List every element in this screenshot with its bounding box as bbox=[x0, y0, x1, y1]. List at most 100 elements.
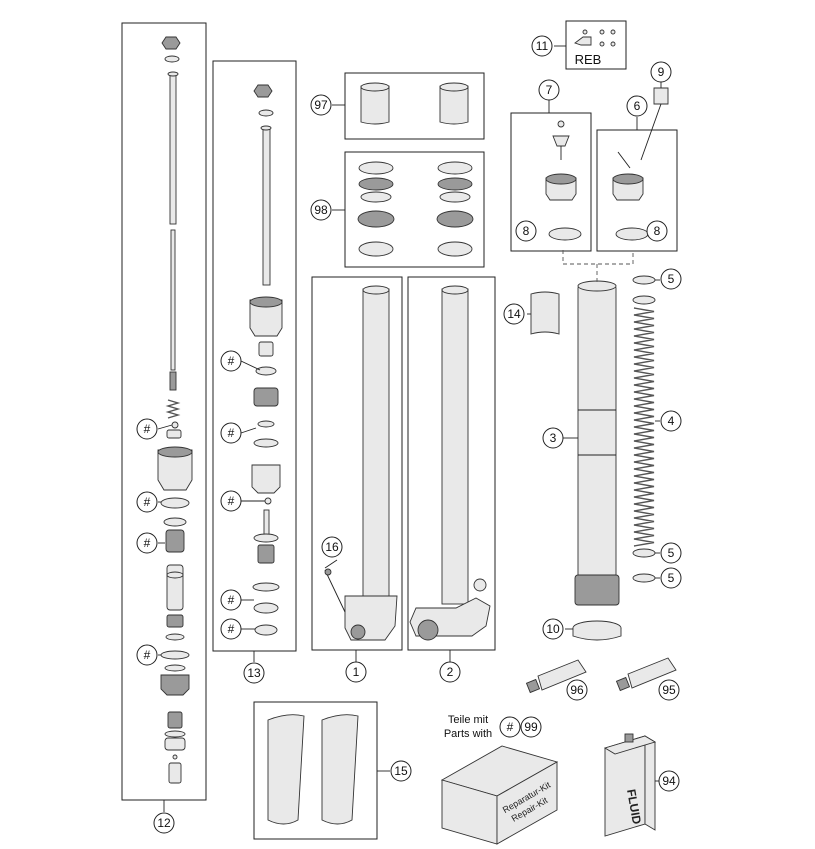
hash-callout: # bbox=[220, 490, 242, 512]
hash-symbol: # bbox=[228, 426, 235, 440]
callout-number: 9 bbox=[658, 65, 665, 79]
callout-15: 15 bbox=[390, 760, 412, 782]
hash-symbol: # bbox=[228, 494, 235, 508]
callout-number: 6 bbox=[634, 99, 641, 113]
group-1-frame bbox=[311, 276, 403, 651]
small-spring bbox=[165, 399, 181, 419]
callout-96: 96 bbox=[566, 679, 588, 701]
callout-97: 97 bbox=[310, 94, 332, 116]
hash-callout: # bbox=[220, 618, 242, 640]
callout-number: 5 bbox=[668, 571, 675, 585]
seals-group-98 bbox=[332, 151, 485, 268]
hash-callout: # bbox=[499, 716, 521, 738]
top-cap-group-7 bbox=[510, 100, 592, 252]
fork-seal-right bbox=[436, 210, 474, 228]
callout-number: 13 bbox=[247, 666, 261, 680]
piston-rod-upper bbox=[169, 73, 177, 225]
callout-number: 1 bbox=[353, 665, 360, 679]
fork-guards-group-15 bbox=[253, 701, 390, 840]
o-ring bbox=[160, 497, 190, 509]
cartridge-group-12 bbox=[121, 22, 207, 812]
callout-14: 14 bbox=[503, 303, 525, 325]
callout-number: 10 bbox=[546, 622, 560, 636]
fork-seal-left bbox=[357, 210, 395, 228]
callout-number: 11 bbox=[536, 39, 549, 53]
washer bbox=[164, 55, 180, 63]
hash-symbol: # bbox=[144, 536, 151, 550]
repair-kit-group-99: Teile mit Parts with Reparatur-Kit Repai… bbox=[440, 714, 559, 845]
parts-with-text: Parts with bbox=[444, 728, 492, 740]
hash-symbol: # bbox=[228, 354, 235, 368]
callout-number: 4 bbox=[668, 414, 675, 428]
callout-number: 95 bbox=[662, 683, 676, 697]
outer-tube-right bbox=[441, 288, 469, 605]
callout-number: 5 bbox=[668, 546, 675, 560]
callout-number: 8 bbox=[523, 224, 530, 238]
bushings-group-97 bbox=[332, 72, 485, 140]
valve-housing bbox=[157, 449, 193, 491]
inner-tube-group-3 bbox=[563, 280, 620, 606]
callout-2: 2 bbox=[439, 661, 461, 683]
hash-symbol: # bbox=[228, 622, 235, 636]
hash-callout: # bbox=[220, 350, 242, 372]
callout-number: 5 bbox=[668, 272, 675, 286]
adjuster-9 bbox=[653, 87, 669, 105]
callout-5: 5 bbox=[660, 542, 682, 564]
callout-5: 5 bbox=[660, 268, 682, 290]
callout-12: 12 bbox=[153, 812, 175, 834]
callout-99: 99 bbox=[520, 716, 542, 738]
hash-callout: # bbox=[136, 491, 158, 513]
callout-number: 94 bbox=[662, 774, 676, 788]
hash-callout: # bbox=[136, 532, 158, 554]
callout-13: 13 bbox=[243, 662, 265, 684]
reb-label: REB bbox=[575, 52, 602, 67]
callout-number: 97 bbox=[314, 98, 328, 112]
cartridge-head bbox=[249, 299, 283, 337]
hash-symbol: # bbox=[144, 495, 151, 509]
callout-5: 5 bbox=[660, 567, 682, 589]
group-7-frame bbox=[510, 112, 592, 252]
hash-callout: # bbox=[136, 418, 158, 440]
callout-number: 14 bbox=[507, 307, 521, 321]
callout-number: 2 bbox=[447, 665, 454, 679]
callout-number: 3 bbox=[550, 431, 557, 445]
tube-protector-14 bbox=[530, 291, 560, 335]
outer-tube-left bbox=[362, 288, 390, 605]
hash-symbol: # bbox=[228, 593, 235, 607]
fluid-can-94: FLUID bbox=[603, 733, 660, 837]
hash-symbol: # bbox=[144, 422, 151, 436]
callout-1: 1 bbox=[345, 661, 367, 683]
top-cap-group-6 bbox=[596, 82, 678, 252]
top-nut bbox=[161, 36, 181, 50]
teile-mit-text: Teile mit bbox=[448, 714, 488, 726]
callout-9: 9 bbox=[650, 61, 672, 83]
callout-11: 11 bbox=[531, 35, 553, 57]
outer-tube-group-2 bbox=[407, 276, 496, 662]
main-spring bbox=[633, 307, 655, 547]
callout-7: 7 bbox=[538, 79, 560, 101]
callout-4: 4 bbox=[660, 410, 682, 432]
spring-group-4 bbox=[632, 275, 660, 583]
hash-callout: # bbox=[220, 422, 242, 444]
callout-number: 99 bbox=[524, 720, 538, 734]
inner-tube bbox=[577, 284, 617, 606]
fork-guard-left bbox=[267, 714, 305, 825]
hash-symbol: # bbox=[144, 648, 151, 662]
group-2-frame bbox=[407, 276, 496, 651]
callout-number: 98 bbox=[314, 203, 328, 217]
fork-guard-right bbox=[321, 714, 359, 825]
hash-callout: # bbox=[136, 644, 158, 666]
callout-number: 12 bbox=[157, 816, 171, 830]
shim-stack bbox=[165, 529, 185, 553]
callout-10: 10 bbox=[542, 618, 564, 640]
callout-number: 7 bbox=[546, 83, 553, 97]
callout-98: 98 bbox=[310, 199, 332, 221]
callout-8: 8 bbox=[646, 220, 668, 242]
group-97-frame bbox=[344, 72, 485, 140]
callout-number: 8 bbox=[654, 224, 661, 238]
grease-tube-95 bbox=[615, 657, 677, 692]
callout-number: 96 bbox=[570, 683, 584, 697]
outer-tube-group-1 bbox=[311, 276, 403, 662]
group-15-frame bbox=[253, 701, 378, 840]
